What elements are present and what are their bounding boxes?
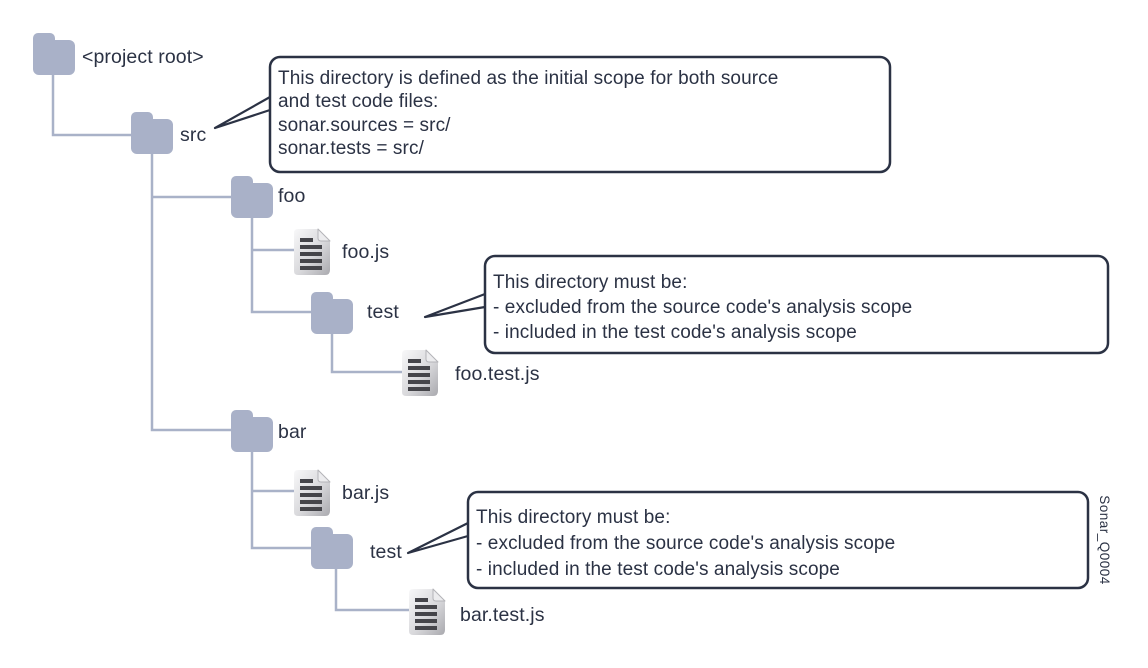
folder-icon-src: [131, 112, 173, 154]
document-icon-bar-test-js: [408, 588, 446, 636]
label-foo-js: foo.js: [342, 241, 389, 263]
callout-src-scope: This directory is defined as the initial…: [268, 55, 892, 174]
label-foo: foo: [278, 185, 305, 207]
callout-tail: [406, 521, 470, 555]
tree-connector-line: [250, 214, 311, 314]
callout-box: [466, 490, 1090, 590]
label-bar-test: test: [370, 541, 402, 563]
tree-connector-line: [250, 448, 311, 550]
tree-connector-line: [51, 70, 131, 137]
callout-text-line: This directory is defined as the initial…: [278, 68, 778, 89]
label-foo-test-js: foo.test.js: [455, 363, 540, 385]
callout-text-line: - included in the test code's analysis s…: [476, 559, 840, 580]
label-bar-test-js: bar.test.js: [460, 604, 545, 626]
label-src: src: [180, 124, 206, 146]
label-foo-test: test: [367, 301, 399, 323]
folder-icon-foo-test: [311, 292, 353, 334]
callout-text-line: This directory must be:: [493, 272, 687, 293]
label-bar: bar: [278, 421, 307, 443]
watermark-label: Sonar_Q0004: [1097, 495, 1112, 585]
folder-icon-foo: [231, 176, 273, 218]
document-icon-foo-test-js: [401, 349, 439, 397]
callout-text-line: - included in the test code's analysis s…: [493, 322, 857, 343]
callout-text-line: and test code files:: [278, 91, 438, 112]
callout-text-line: sonar.tests = src/: [278, 138, 425, 159]
label-project-root: <project root>: [82, 46, 204, 68]
callout-foo-test-scope: This directory must be: - excluded from …: [483, 254, 1110, 355]
document-icon-foo-js: [293, 228, 331, 276]
folder-icon-bar: [231, 410, 273, 452]
callout-text-line: - excluded from the source code's analys…: [493, 297, 912, 318]
callout-text-line: sonar.sources = src/: [278, 115, 451, 136]
tree-connector-line: [330, 329, 402, 374]
tree-connectors: [51, 70, 409, 612]
folder-icon-project-root: [33, 33, 75, 75]
tree-connector-line: [334, 564, 409, 612]
folder-icon-bar-test: [311, 527, 353, 569]
callout-text-line: - excluded from the source code's analys…: [476, 533, 895, 554]
callout-tails: [213, 95, 487, 555]
callout-text-line: This directory must be:: [476, 507, 670, 528]
tree-connector-line: [150, 150, 231, 432]
callout-tail: [423, 292, 487, 319]
label-bar-js: bar.js: [342, 482, 389, 504]
callout-box: [483, 254, 1110, 355]
callout-bar-test-scope: This directory must be: - excluded from …: [466, 490, 1090, 590]
document-icon-bar-js: [293, 469, 331, 517]
callout-tail: [213, 95, 272, 130]
callout-box: [268, 55, 892, 174]
